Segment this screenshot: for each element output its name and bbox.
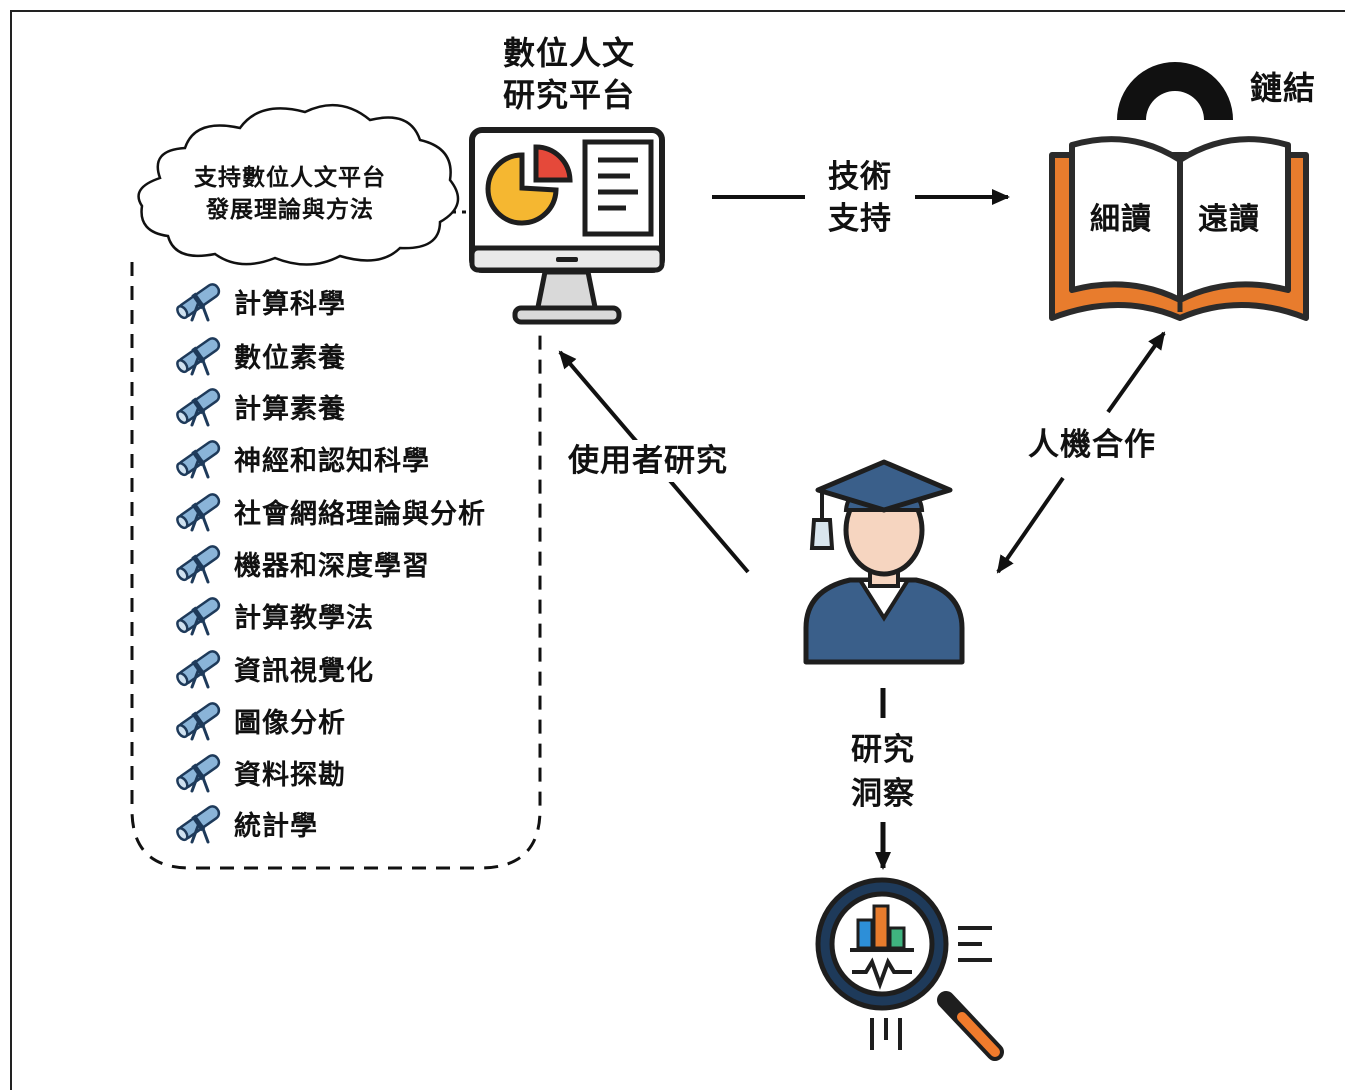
open-book-icon bbox=[1049, 136, 1309, 321]
diploma-scroll-icon bbox=[176, 805, 221, 844]
theory-label: 計算教學法 bbox=[234, 602, 374, 634]
theory-label: 神經和認知科學 bbox=[234, 445, 430, 477]
platform-title-line1: 數位人文 bbox=[502, 34, 635, 72]
theory-label: 資料探勘 bbox=[234, 759, 346, 791]
theory-label: 數位素養 bbox=[234, 342, 346, 374]
theory-item: 計算素養 bbox=[172, 383, 346, 429]
research-insight-label: 研究 洞察 bbox=[835, 728, 931, 816]
tech-support-label: 技術 支持 bbox=[812, 156, 908, 240]
tech-support-line2: 支持 bbox=[828, 201, 892, 237]
magnifier-chart-icon bbox=[815, 877, 1004, 1061]
diploma-scroll-icon bbox=[176, 388, 221, 427]
diploma-scroll-icon bbox=[176, 283, 221, 322]
theory-label: 計算素養 bbox=[234, 393, 346, 425]
theory-item: 資料探勘 bbox=[172, 749, 346, 795]
cloud-text-line2: 發展理論與方法 bbox=[206, 197, 374, 223]
link-label: 鏈結 bbox=[1250, 69, 1317, 107]
theory-label: 統計學 bbox=[234, 810, 318, 842]
diploma-scroll-icon bbox=[176, 650, 221, 689]
diploma-scroll-icon bbox=[176, 337, 221, 376]
theory-item: 神經和認知科學 bbox=[172, 435, 430, 481]
research-insight-line2: 洞察 bbox=[851, 776, 915, 812]
distant-reading-label: 遠讀 bbox=[1198, 202, 1260, 237]
theory-label: 社會網絡理論與分析 bbox=[234, 498, 486, 530]
theory-label: 計算科學 bbox=[234, 288, 346, 320]
theory-label: 圖像分析 bbox=[234, 707, 346, 739]
theory-item: 統計學 bbox=[172, 800, 318, 846]
theory-label: 資訊視覺化 bbox=[234, 655, 374, 687]
magnet-icon bbox=[1117, 62, 1233, 120]
user-study-label: 使用者研究 bbox=[568, 440, 728, 482]
graduate-researcher-icon bbox=[803, 459, 965, 665]
theory-label: 機器和深度學習 bbox=[234, 550, 430, 582]
diploma-scroll-icon bbox=[176, 440, 221, 479]
theory-item: 數位素養 bbox=[172, 332, 346, 378]
cloud-text: 支持數位人文平台 發展理論與方法 bbox=[160, 162, 420, 226]
theory-item: 資訊視覺化 bbox=[172, 645, 374, 691]
cloud-text-line1: 支持數位人文平台 bbox=[194, 165, 386, 191]
diploma-scroll-icon bbox=[176, 754, 221, 793]
diploma-scroll-icon bbox=[176, 597, 221, 636]
theory-item: 計算教學法 bbox=[172, 592, 374, 638]
cloud-shape bbox=[137, 103, 460, 266]
diploma-scroll-icon bbox=[176, 493, 221, 532]
human-machine-label: 人機合作 bbox=[1028, 424, 1156, 466]
research-insight-line1: 研究 bbox=[851, 732, 915, 768]
platform-title: 數位人文 研究平台 bbox=[476, 32, 662, 116]
tech-support-line1: 技術 bbox=[828, 159, 892, 195]
close-reading-label: 細讀 bbox=[1090, 202, 1152, 237]
diploma-scroll-icon bbox=[176, 702, 221, 741]
theory-item: 社會網絡理論與分析 bbox=[172, 488, 486, 534]
theory-item: 圖像分析 bbox=[172, 697, 346, 743]
platform-title-line2: 研究平台 bbox=[502, 76, 635, 114]
theory-item: 計算科學 bbox=[172, 278, 346, 324]
diploma-scroll-icon bbox=[176, 545, 221, 584]
diagram-frame bbox=[10, 10, 1345, 1090]
computer-chart-icon bbox=[469, 127, 665, 325]
theory-item: 機器和深度學習 bbox=[172, 540, 430, 586]
